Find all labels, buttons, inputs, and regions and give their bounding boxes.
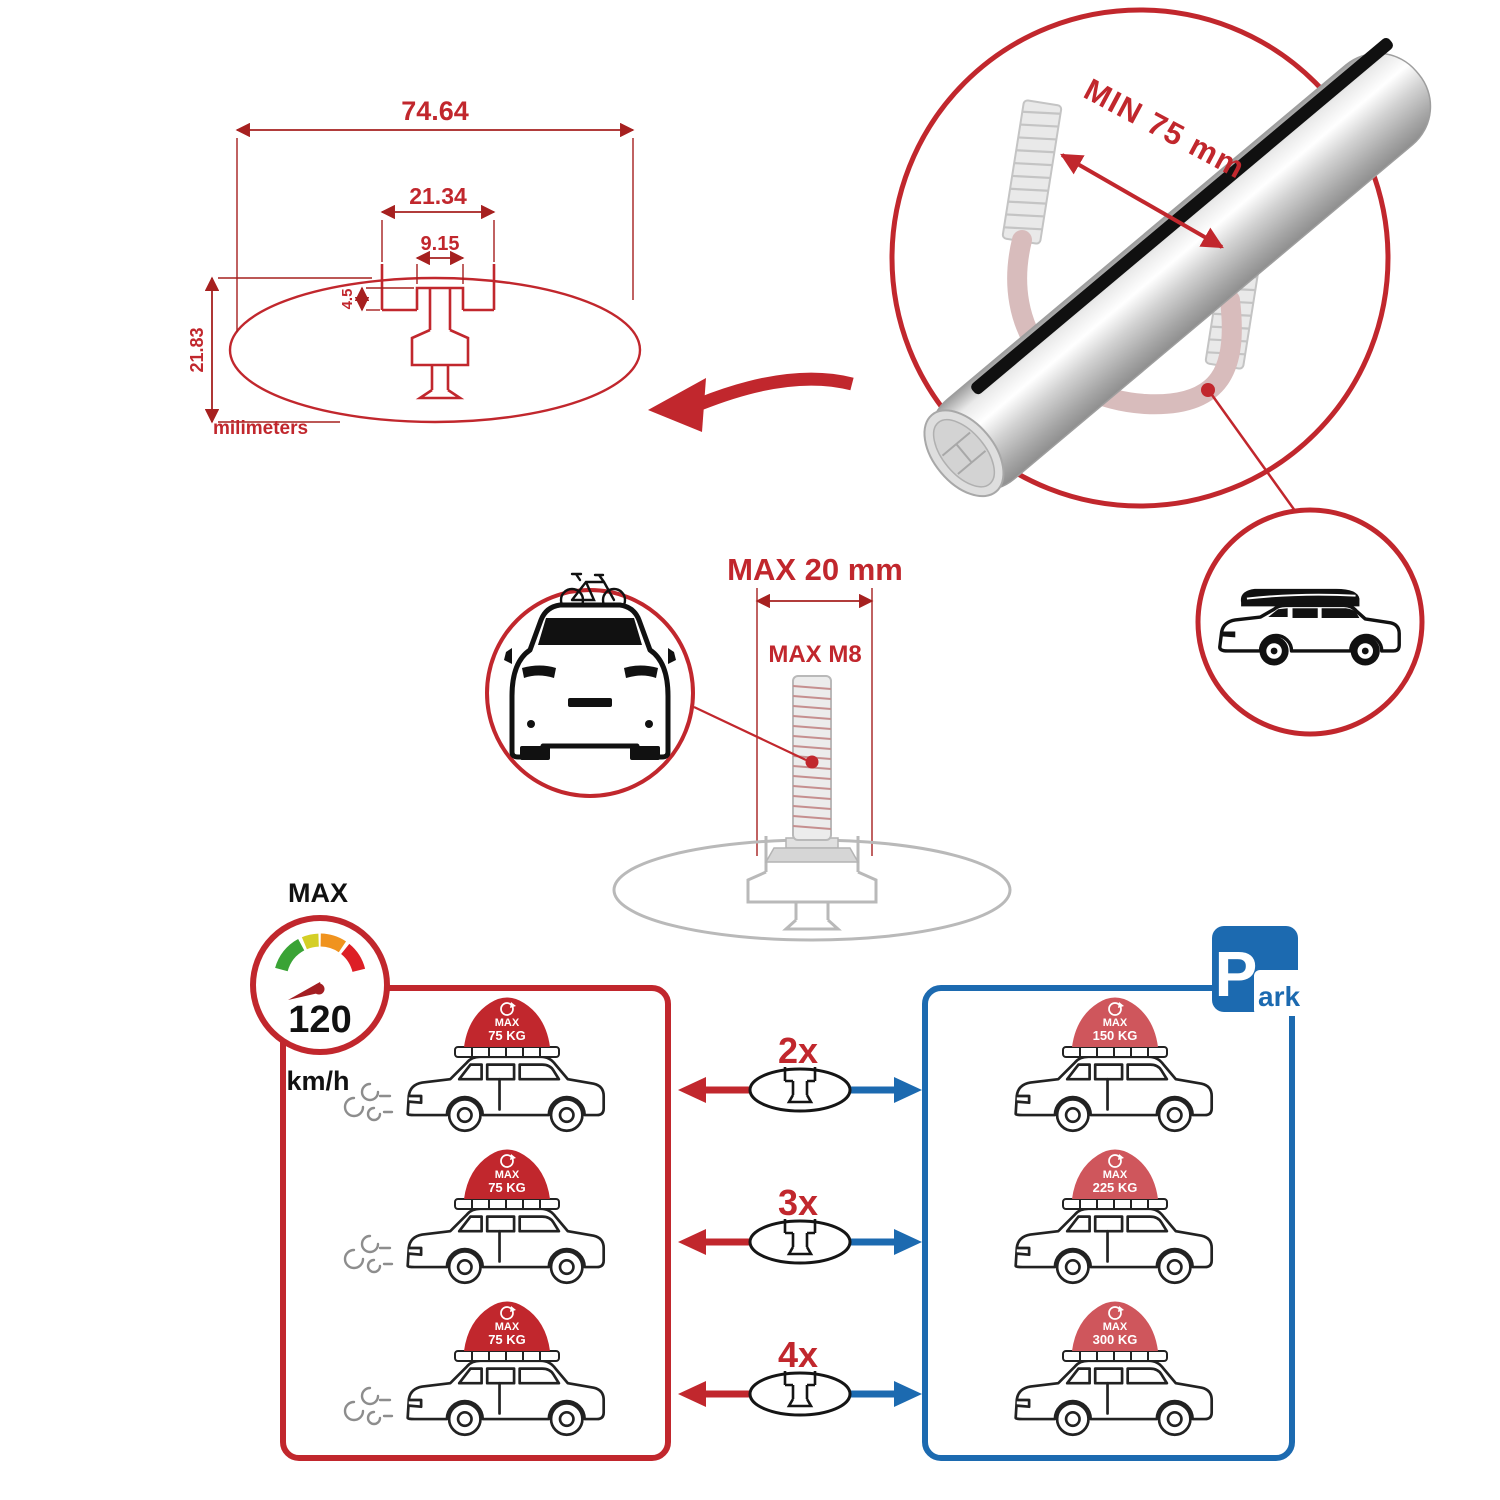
bolt-callout-dot [805, 755, 819, 769]
speed-value: 120 [288, 999, 351, 1041]
parking-car-2: MAX 225 KG [1014, 1148, 1214, 1285]
count-label: 2x [778, 1030, 818, 1071]
profile-ellipse [228, 276, 642, 424]
callout-line [1210, 394, 1300, 516]
roofbox-car-badge [1195, 507, 1425, 737]
clamp-strap [1007, 230, 1242, 415]
end-cap-profile [941, 431, 987, 475]
profile-cross-section-drawing: 74.64 21.34 9.15 4.5 21.83 milimeters [187, 96, 854, 439]
min-span-arrow [1060, 153, 1224, 249]
roofbox-car [1218, 588, 1401, 666]
parking-panel-frame [922, 985, 1295, 1461]
usage-section: 120 MAX km/h P ark MAX 75 KG MAX 75 KG [250, 878, 1318, 1461]
cargo-weight-label: 150 KG [1093, 1028, 1138, 1043]
roof-box [1240, 588, 1360, 607]
parking-sign-suffix: ark [1258, 981, 1300, 1012]
count-arrow-2: 3x [676, 1182, 924, 1265]
callout-dot [1201, 383, 1215, 397]
cargo-max-label: MAX [1103, 1017, 1128, 1029]
t-bolt [693, 675, 860, 863]
dim-channel-width: 21.34 [409, 183, 467, 209]
parking-car-3: MAX 300 KG [1014, 1300, 1214, 1437]
cargo-weight-label: 225 KG [1093, 1180, 1138, 1195]
driving-car-3: MAX 75 KG [343, 1300, 606, 1437]
bolt-max-thread-label: MAX M8 [768, 641, 861, 668]
driving-car-1: MAX 75 KG [343, 996, 606, 1133]
crossbar-render: MIN 75 mm [889, 7, 1432, 516]
cargo-weight-label: 75 KG [488, 1180, 526, 1195]
cargo-weight-label: 300 KG [1093, 1332, 1138, 1347]
t-slot-profile [380, 264, 496, 400]
driving-panel-frame [280, 985, 671, 1461]
pointer-arrow [648, 372, 854, 432]
speed-limit-gauge: 120 [250, 915, 390, 1055]
count-arrow-1: 2x [676, 1030, 924, 1113]
count-label: 4x [778, 1334, 818, 1375]
dim-slot-width: 9.15 [421, 233, 460, 255]
count-label: 3x [778, 1182, 818, 1223]
cargo-weight-label: 75 KG [488, 1332, 526, 1347]
count-arrow-3: 4x [676, 1334, 924, 1417]
cargo-max-label: MAX [495, 1017, 520, 1029]
units-label: milimeters [213, 418, 308, 439]
cargo-max-label: MAX [495, 1321, 520, 1333]
cargo-max-label: MAX [495, 1169, 520, 1181]
bolt-callout-line [693, 706, 807, 761]
bolt-diagram: MAX 20 mm MAX M8 [485, 552, 1012, 942]
parking-car-1: MAX 150 KG [1014, 996, 1214, 1133]
driving-car-2: MAX 75 KG [343, 1148, 606, 1285]
parking-sign-letter: P [1215, 938, 1258, 1010]
cargo-weight-label: 75 KG [488, 1028, 526, 1043]
cargo-max-label: MAX [1103, 1169, 1128, 1181]
parking-sign: P ark [1212, 926, 1318, 1016]
car-front-icon [504, 602, 676, 760]
cargo-max-label: MAX [1103, 1321, 1128, 1333]
dim-lip-depth: 4.5 [339, 289, 356, 310]
speed-max-label: MAX [288, 878, 348, 908]
dim-outer-width: 74.64 [401, 96, 469, 126]
speed-unit-label: km/h [286, 1066, 349, 1096]
bolt-max-width-label: MAX 20 mm [727, 552, 903, 587]
dim-profile-height: 21.83 [187, 327, 207, 372]
